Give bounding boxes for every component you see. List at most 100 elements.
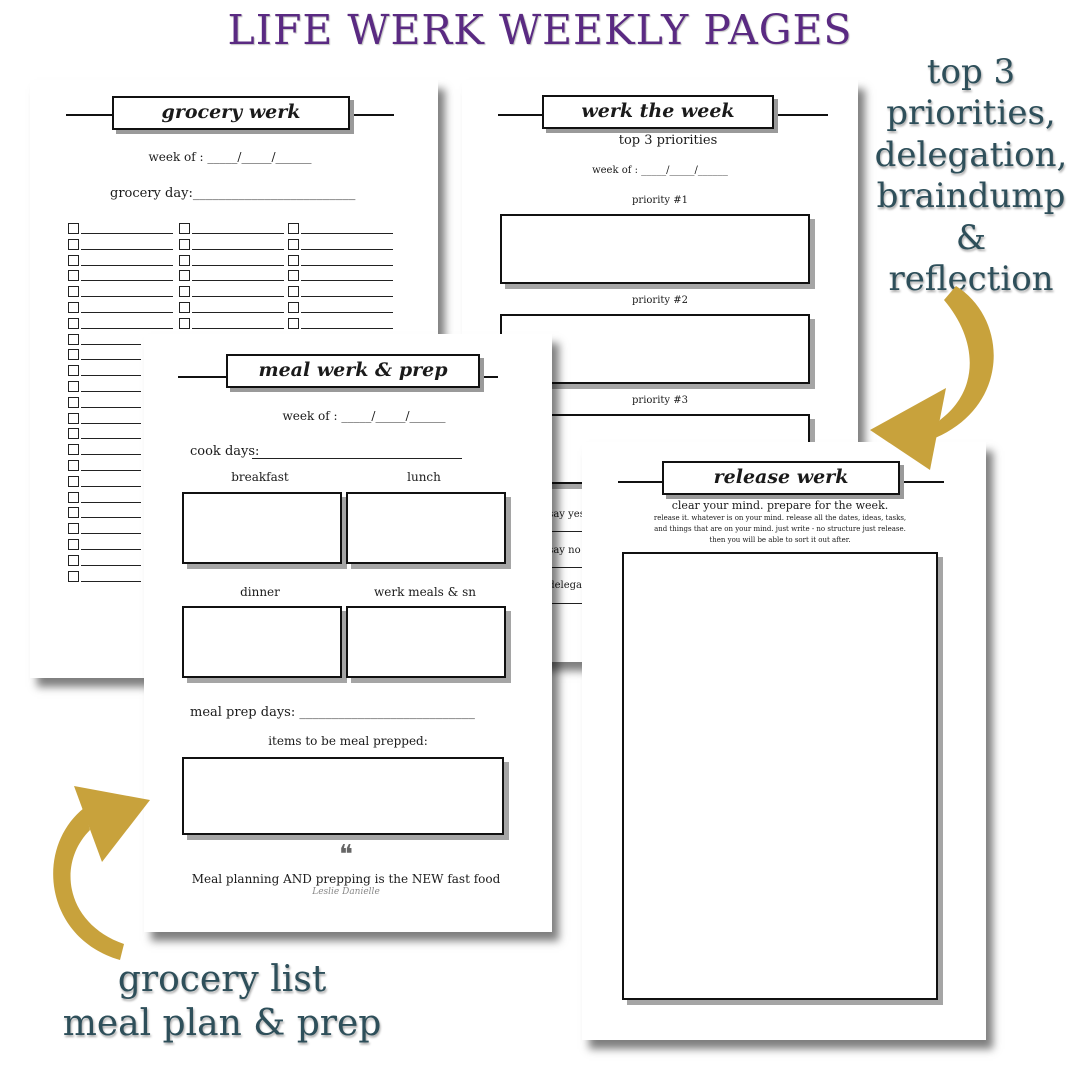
meal-prep-box (182, 757, 504, 835)
checkbox[interactable] (288, 223, 299, 234)
callout-bottom-line: grocery list (117, 959, 327, 1000)
checkbox[interactable] (68, 428, 79, 440)
checkbox[interactable] (68, 523, 79, 535)
checkbox[interactable] (288, 238, 299, 250)
checkbox[interactable] (68, 460, 79, 471)
checkbox[interactable] (68, 412, 79, 424)
release-page: release werk clear your mind. prepare fo… (582, 442, 986, 1040)
items-prepped-label: items to be meal prepped: (268, 734, 428, 748)
checklist-line (301, 312, 393, 313)
checkbox[interactable] (288, 302, 299, 313)
callout-top: top 3 priorities, delegation, braindump … (868, 52, 1074, 301)
braindump-box (622, 552, 938, 1000)
checkbox[interactable] (68, 570, 79, 582)
snacks-label: werk meals & sn (374, 585, 477, 599)
checkbox[interactable] (68, 349, 79, 361)
checkbox[interactable] (68, 491, 79, 503)
release-page-title: release werk (662, 461, 900, 495)
page-headline: LIFE WERK WEEKLY PAGES (227, 6, 853, 54)
checkbox[interactable] (68, 554, 79, 566)
breakfast-box (182, 492, 342, 564)
checklist-line (81, 343, 141, 345)
checkbox[interactable] (179, 238, 190, 250)
checkbox[interactable] (68, 539, 79, 550)
checkbox[interactable] (68, 475, 79, 487)
checkbox[interactable] (179, 302, 190, 313)
checklist-line (81, 485, 141, 487)
checklist-line (301, 248, 393, 250)
checklist-line (192, 248, 284, 250)
checklist-line (301, 296, 393, 298)
checkbox[interactable] (288, 270, 299, 282)
checklist-line (81, 312, 173, 313)
checkbox[interactable] (68, 444, 79, 456)
checkbox[interactable] (288, 317, 299, 329)
arrow-top-icon (870, 286, 994, 470)
checklist-line (192, 327, 284, 329)
lunch-label: lunch (407, 470, 441, 484)
quote-icon: ❝ (339, 840, 353, 870)
checkbox[interactable] (68, 223, 79, 234)
checklist-line (81, 564, 141, 566)
checklist-line (81, 233, 173, 234)
meal-page: meal werk & prep week of : _____/_____/_… (144, 334, 552, 932)
callout-bottom-line: meal plan & prep (62, 1002, 382, 1044)
checkbox[interactable] (68, 254, 79, 266)
priority-label: priority #1 (632, 195, 688, 206)
checkbox[interactable] (68, 507, 79, 519)
checkbox[interactable] (288, 286, 299, 298)
checkbox[interactable] (288, 254, 299, 266)
checklist-line (81, 406, 141, 408)
grocery-checklist (68, 223, 438, 583)
checklist-line (192, 296, 284, 298)
answer-line (252, 458, 462, 459)
checkbox[interactable] (68, 317, 79, 329)
release-text-line: and things that are on your mind. just w… (654, 525, 906, 533)
release-heading: clear your mind. prepare for the week. (671, 499, 889, 512)
checklist-line (81, 248, 173, 250)
callout-top-line: priorities, (886, 93, 1056, 134)
checkbox[interactable] (179, 286, 190, 298)
checklist-line (301, 233, 393, 234)
cook-days-field: cook days: (190, 444, 260, 459)
checkbox[interactable] (68, 365, 79, 377)
week-of-field: week of : _____/_____/______ (148, 150, 312, 164)
callout-top-line: top 3 (926, 52, 1016, 92)
dinner-box (182, 606, 342, 678)
checklist-line (81, 454, 141, 456)
checkbox[interactable] (68, 396, 79, 408)
checklist-line (81, 296, 173, 298)
quote-text: Meal planning AND prepping is the NEW fa… (191, 872, 501, 886)
grocery-day-field: grocery day:_________________________ (110, 186, 356, 201)
checkbox[interactable] (68, 270, 79, 282)
checkbox[interactable] (68, 238, 79, 250)
checklist-line (81, 470, 141, 471)
meal-prep-days-field: meal prep days: ________________________… (190, 705, 475, 720)
snacks-box (346, 606, 506, 678)
checklist-line (81, 549, 141, 550)
checklist-line (192, 280, 284, 282)
quote-signature: Leslie Danielle (312, 887, 380, 897)
checklist-line (81, 438, 141, 440)
checkbox[interactable] (179, 270, 190, 282)
callout-bottom: grocery list meal plan & prep (62, 958, 382, 1046)
meal-page-title: meal werk & prep (226, 354, 480, 388)
checklist-line (81, 280, 173, 282)
callout-top-line: braindump (876, 176, 1066, 217)
checkbox[interactable] (179, 223, 190, 234)
checkbox[interactable] (68, 333, 79, 345)
checkbox[interactable] (179, 317, 190, 329)
checklist-line (192, 312, 284, 313)
checkbox[interactable] (179, 254, 190, 266)
checkbox[interactable] (68, 286, 79, 298)
checklist-line (81, 422, 141, 424)
checkbox[interactable] (68, 381, 79, 392)
checklist-line (81, 580, 141, 582)
checklist-line (81, 391, 141, 392)
checklist-line (81, 264, 173, 266)
checklist-line (81, 501, 141, 503)
checklist-line (81, 359, 141, 361)
checklist-line (301, 280, 393, 282)
checklist-line (192, 233, 284, 234)
checkbox[interactable] (68, 302, 79, 313)
